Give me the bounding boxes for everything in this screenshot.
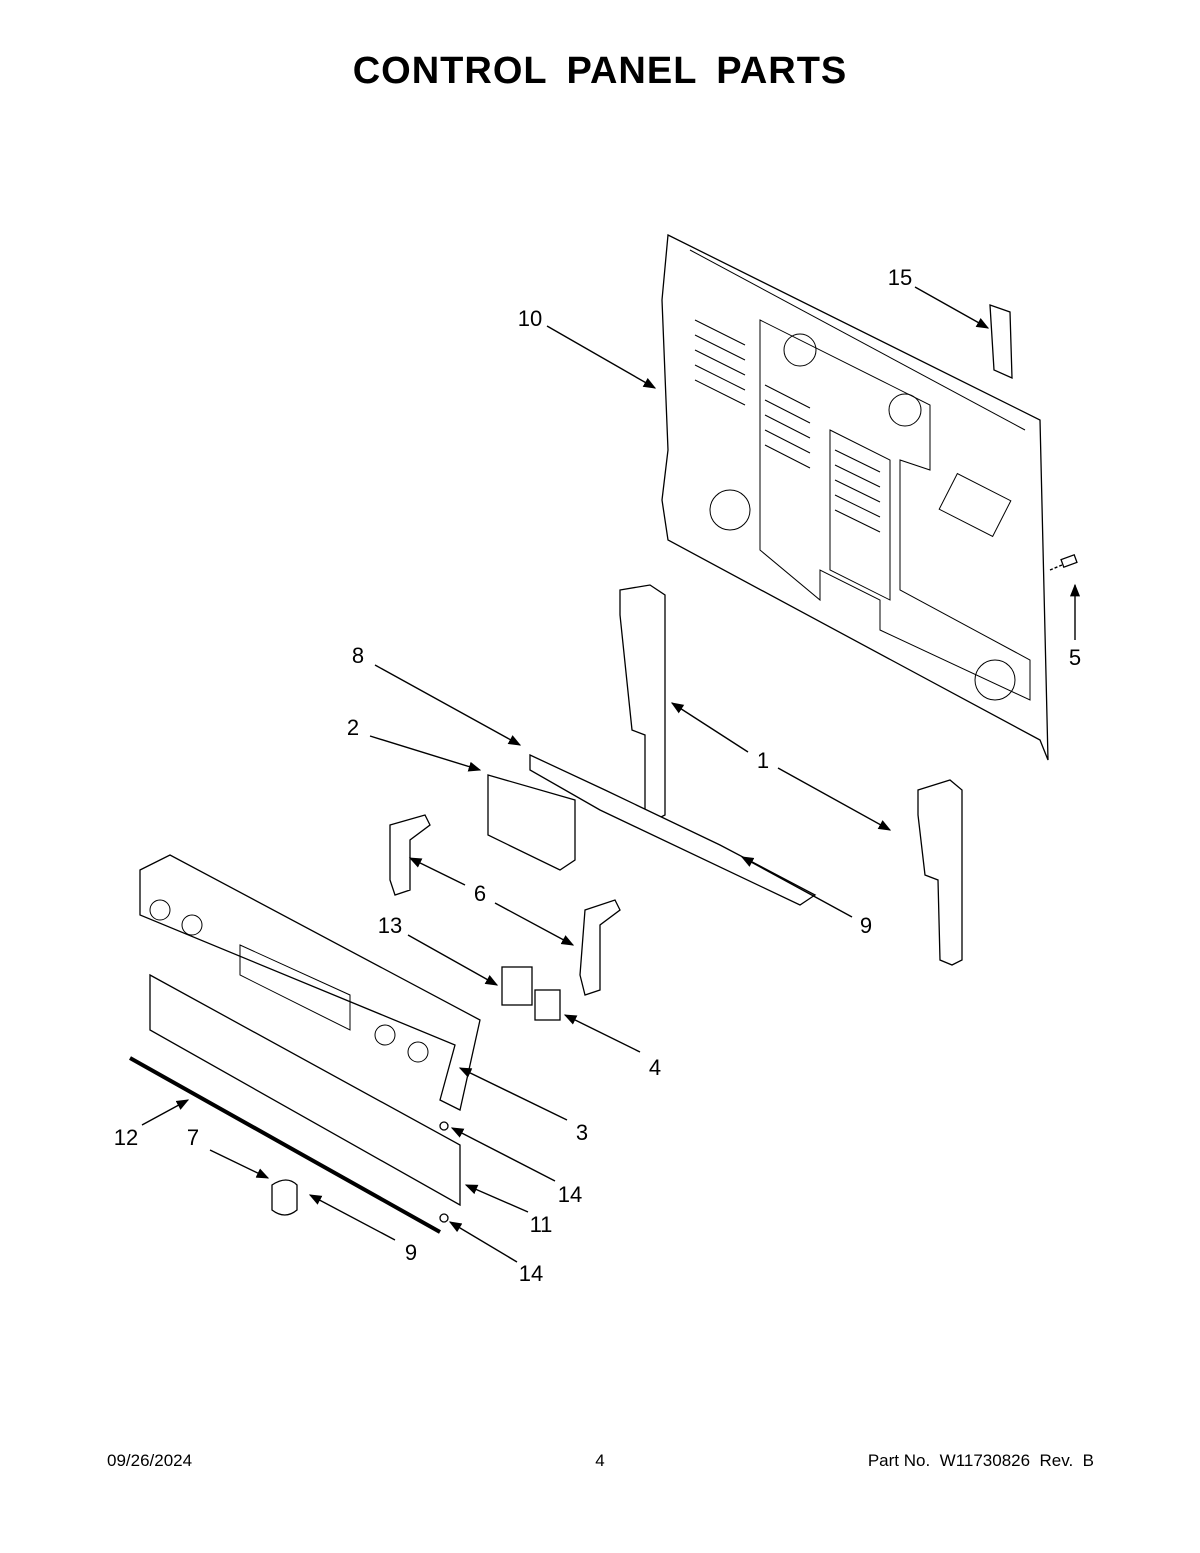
leader-lines: [141, 286, 1081, 1263]
part-5-screw: [1049, 554, 1078, 571]
callout-14: 14: [519, 1261, 543, 1286]
part-8-bracket: [529, 753, 817, 906]
part-1-side-bracket-right: [917, 779, 963, 966]
callout-13: 13: [378, 913, 402, 938]
page-title: CONTROL PANEL PARTS: [352, 50, 848, 92]
footer-part-number: Part No. W11730826 Rev. B: [867, 1451, 1094, 1470]
part-11-trim: [149, 973, 461, 1207]
part-3-console: [139, 854, 481, 1111]
callout-6: 6: [474, 881, 486, 906]
part-6-clip-left: [389, 814, 431, 896]
callout-9: 9: [405, 1240, 417, 1265]
part-14-screw-upper: [439, 1121, 449, 1131]
callout-15: 15: [888, 265, 912, 290]
part-1-side-bracket-left: [619, 584, 666, 821]
part-6-clip-right: [579, 899, 621, 996]
footer-page-number: 4: [595, 1451, 605, 1470]
part-13-switch: [501, 966, 533, 1006]
part-7-knob: [271, 1179, 298, 1216]
callout-2: 2: [347, 715, 359, 740]
callout-1: 1: [757, 748, 769, 773]
callout-5: 5: [1069, 645, 1081, 670]
callout-11: 11: [530, 1212, 553, 1237]
callout-10: 10: [518, 306, 542, 331]
part-4-switch: [534, 989, 561, 1021]
callout-7: 7: [187, 1125, 199, 1150]
footer-date: 09/26/2024: [107, 1451, 193, 1470]
part-14-screw-lower: [439, 1213, 449, 1223]
callout-8: 8: [352, 643, 364, 668]
callout-3: 3: [576, 1120, 588, 1145]
part-2-control-board: [487, 774, 576, 871]
callout-12: 12: [114, 1125, 138, 1150]
part-12-strip: [129, 1056, 441, 1234]
part-10-back-panel: [661, 233, 1049, 761]
part-15-bracket: [989, 304, 1013, 380]
callout-9: 9: [860, 913, 872, 938]
callout-14: 14: [558, 1182, 582, 1207]
callout-4: 4: [649, 1055, 661, 1080]
